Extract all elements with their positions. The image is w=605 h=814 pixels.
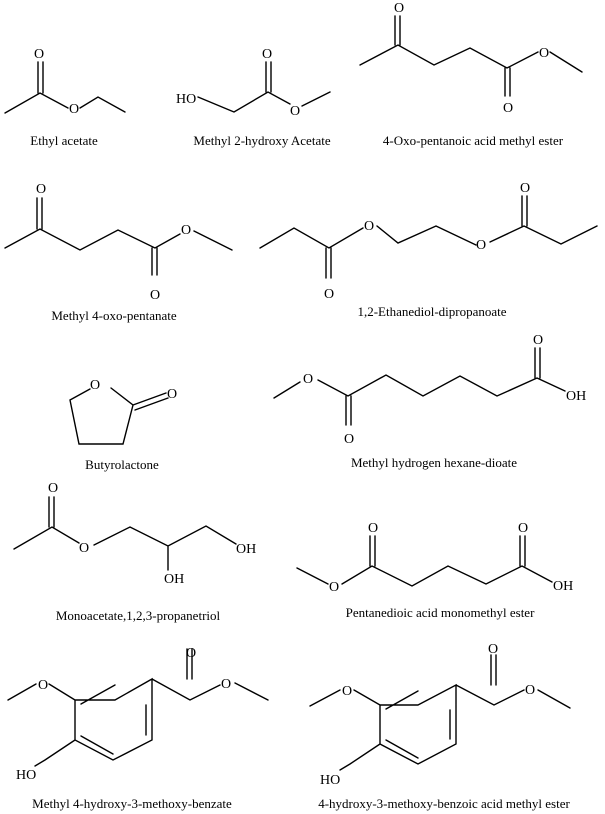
oxygen-label: O [488, 642, 498, 657]
compound-name: Pentanedioic acid monomethyl ester [346, 605, 535, 620]
oxygen-label: O [539, 46, 549, 61]
oxygen-label: O [36, 182, 46, 197]
hydroxyl-label: HO [16, 768, 36, 783]
oxygen-label: O [342, 684, 352, 699]
compound-name: Methyl 4-hydroxy-3-methoxy-benzate [32, 796, 232, 811]
compound-name: Methyl 2-hydroxy Acetate [193, 133, 330, 148]
compound-ethyl-acetate: O O Ethyl acetate [4, 47, 126, 148]
oxygen-label: O [533, 333, 543, 348]
compound-4-oxo-pentanoic-acid-methyl-ester: O O O 4-Oxo-pentanoic acid methyl ester [359, 1, 583, 148]
oxygen-label: O [167, 387, 177, 402]
oxygen-label: O [518, 521, 528, 536]
compound-methyl-4-hydroxy-3-methoxy-benzate: O O O HO Methyl 4-hydroxy-3-methoxy-benz… [7, 646, 269, 811]
oxygen-label: O [181, 223, 191, 238]
oxygen-label: O [520, 181, 530, 196]
hydroxyl-label: OH [236, 542, 256, 557]
oxygen-label: O [69, 102, 79, 117]
compound-name: Butyrolactone [85, 457, 159, 472]
compound-name: 4-Oxo-pentanoic acid methyl ester [383, 133, 564, 148]
oxygen-label: O [79, 541, 89, 556]
compound-name: Monoacetate,1,2,3-propanetriol [56, 608, 221, 623]
hydroxyl-label: OH [164, 572, 184, 587]
oxygen-label: O [48, 481, 58, 496]
compound-1-2-ethanediol-dipropanoate: O O O O 1,2-Ethanediol-dipropanoate [259, 181, 598, 319]
compound-butyrolactone: O O Butyrolactone [69, 378, 177, 472]
oxygen-label: O [290, 104, 300, 119]
compound-methyl-2-hydroxy-acetate: HO O O Methyl 2-hydroxy Acetate [176, 47, 331, 148]
oxygen-label: O [503, 101, 513, 116]
compound-name: Methyl hydrogen hexane-dioate [351, 455, 517, 470]
oxygen-label: O [476, 238, 486, 253]
compound-name: 4-hydroxy-3-methoxy-benzoic acid methyl … [318, 796, 570, 811]
hydroxyl-label: OH [566, 389, 586, 404]
compound-name: Methyl 4-oxo-pentanate [51, 308, 176, 323]
oxygen-label: O [324, 287, 334, 302]
oxygen-label: O [329, 580, 339, 595]
oxygen-label: O [34, 47, 44, 62]
oxygen-label: O [303, 372, 313, 387]
compound-methyl-4-oxo-pentanate: O O O Methyl 4-oxo-pentanate [4, 182, 233, 323]
hydroxyl-label: HO [320, 773, 340, 788]
oxygen-label: O [186, 646, 196, 661]
oxygen-label: O [525, 683, 535, 698]
hydroxyl-label: HO [176, 92, 196, 107]
oxygen-label: O [368, 521, 378, 536]
hydroxyl-label: OH [553, 579, 573, 594]
compound-pentanedioic-acid-monomethyl-ester: O O O OH Pentanedioic acid monomethyl es… [296, 521, 573, 620]
oxygen-label: O [221, 677, 231, 692]
oxygen-label: O [262, 47, 272, 62]
oxygen-label: O [90, 378, 100, 393]
compound-4-hydroxy-3-methoxy-benzoic-acid-methyl-ester: O O O HO 4-hydroxy-3-methoxy-benzoic aci… [309, 642, 571, 811]
oxygen-label: O [344, 432, 354, 447]
oxygen-label: O [38, 678, 48, 693]
oxygen-label: O [394, 1, 404, 16]
compound-monoacetate-1-2-3-propanetriol: O O OH OH Monoacetate,1,2,3-propanetriol [13, 481, 256, 623]
oxygen-label: O [364, 219, 374, 234]
compound-methyl-hydrogen-hexane-dioate: O O O OH Methyl hydrogen hexane-dioate [273, 333, 586, 470]
compound-name: Ethyl acetate [30, 133, 98, 148]
compound-name: 1,2-Ethanediol-dipropanoate [357, 304, 506, 319]
oxygen-label: O [150, 288, 160, 303]
